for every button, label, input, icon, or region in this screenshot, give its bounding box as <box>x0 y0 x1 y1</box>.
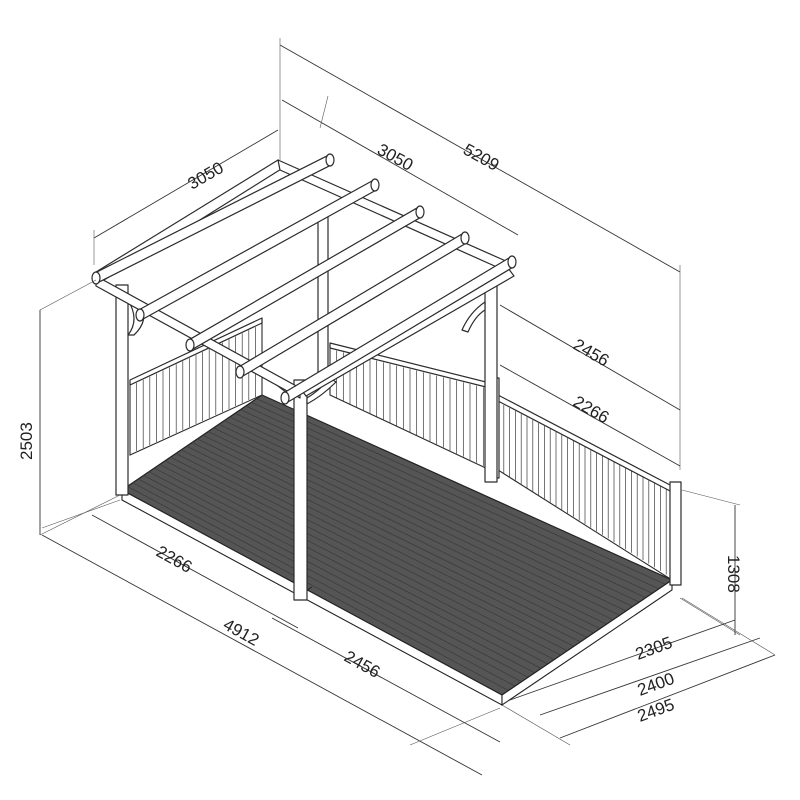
deck-board-line <box>127 485 509 691</box>
brace-back-right <box>461 301 486 333</box>
dim-line-2305 <box>509 619 736 701</box>
handrail-back-left <box>129 317 263 386</box>
label-height-rail: 1308 <box>724 555 743 593</box>
balusters-right <box>503 405 667 575</box>
deck-board-line <box>175 453 568 652</box>
deck-board-line <box>251 401 660 590</box>
ext-2503-a <box>39 279 97 311</box>
deck-board-line <box>164 460 555 660</box>
deck-board-line <box>218 423 620 616</box>
rafter-end <box>460 231 470 245</box>
deck-board-line <box>191 442 588 638</box>
dim-line-5209 <box>279 44 681 273</box>
dim-line-2495 <box>559 654 776 739</box>
label-overall-top: 5209 <box>460 140 502 175</box>
dim-line-3050-left <box>93 129 279 239</box>
deck-board-line <box>148 471 535 674</box>
newel-post-right-front <box>669 481 682 586</box>
rafters <box>91 153 517 405</box>
deck-right-edge <box>501 578 673 707</box>
post-front-middle <box>293 379 308 601</box>
rafter-end <box>235 365 245 379</box>
label-front-left: 2266 <box>153 542 195 577</box>
label-front-total: 4912 <box>220 615 262 650</box>
dim-line-4912 <box>41 534 483 776</box>
dim-line-2266-right <box>499 364 681 467</box>
label-rail-inner: 2266 <box>570 392 612 427</box>
dim-line-2400 <box>539 637 761 716</box>
deck-board-line <box>143 475 529 678</box>
label-roof-right: 3050 <box>374 140 416 175</box>
label-height-total: 2503 <box>17 422 36 460</box>
deck-board-line <box>207 431 607 625</box>
ext-1308-a <box>681 489 741 506</box>
rafter-end <box>507 255 517 269</box>
deck-board-line <box>256 398 666 585</box>
ext-4912-b <box>409 707 501 746</box>
post-back-middle <box>317 214 329 386</box>
deck-boards <box>127 398 666 691</box>
label-front-right: 2456 <box>341 647 383 682</box>
dimension-lines <box>39 38 776 776</box>
ext-depth-b <box>681 597 776 656</box>
rafter-end <box>280 391 290 405</box>
deck-board-line <box>197 438 594 634</box>
ext-1308-b <box>679 597 741 636</box>
rafter-end <box>370 178 380 192</box>
dim-line-2456-front <box>271 617 501 743</box>
deck-board-line <box>154 467 542 669</box>
rafter-end <box>91 271 101 285</box>
ext-4912-a <box>41 499 121 529</box>
deck-board-line <box>240 409 647 599</box>
balusters-back-right <box>336 350 484 466</box>
deck-board-line <box>186 445 581 643</box>
deck-board-line <box>202 434 601 630</box>
brace-front-middle-right <box>306 377 337 405</box>
rafter-end <box>135 308 145 322</box>
label-depth-a: 2305 <box>633 633 675 664</box>
deck-board-line <box>213 427 614 621</box>
deck-board-line <box>224 420 627 612</box>
label-rail-outer: 2456 <box>570 335 612 370</box>
balustrade-right-side <box>488 377 682 586</box>
deck-board-line <box>181 449 575 647</box>
deck-board-line <box>159 464 548 665</box>
ext-depth-a <box>501 704 571 746</box>
rafter-end <box>415 205 425 219</box>
ext-2503-b <box>39 494 121 536</box>
dim-line-2456-right <box>499 304 681 411</box>
ext-3050r-a <box>319 95 329 129</box>
deck <box>120 394 674 707</box>
post-back-right <box>484 281 498 483</box>
deck-board-line <box>170 456 562 656</box>
deck-board-line <box>245 405 653 594</box>
deck-board-line <box>132 482 516 687</box>
deck-board-line <box>137 478 522 683</box>
rafter-end <box>325 153 335 167</box>
post-front-left <box>115 284 129 496</box>
dim-line-2266-front <box>91 514 299 629</box>
rafter-end <box>185 338 195 352</box>
